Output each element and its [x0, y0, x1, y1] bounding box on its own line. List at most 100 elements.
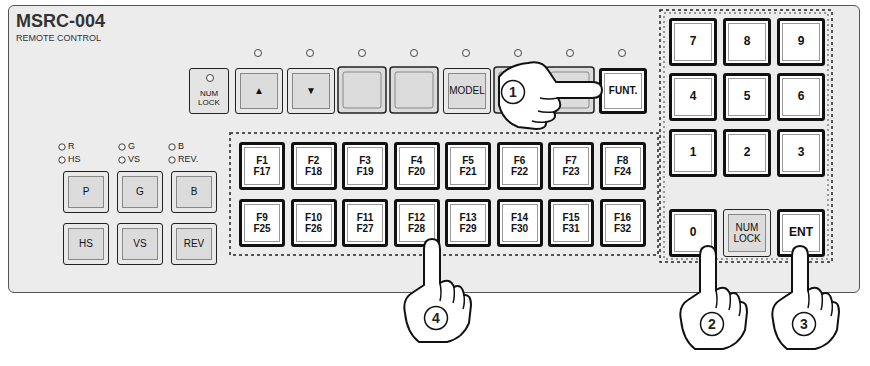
key-button: REV: [171, 223, 217, 265]
hand-outline: [772, 246, 839, 349]
led-label: HS: [68, 154, 81, 164]
key-label: MODEL: [449, 85, 485, 97]
callout-circle: [793, 313, 816, 336]
key-label: F2 F18: [305, 155, 322, 178]
key-label: F15 F31: [562, 212, 579, 235]
key-button: 1: [669, 129, 717, 177]
hand-outline: [680, 246, 747, 349]
key-button: FUNT.: [599, 68, 647, 114]
key-label: ▲: [254, 85, 264, 97]
led-label: REV.: [178, 154, 198, 164]
key-button: HS: [63, 223, 109, 265]
key-label: F3 F19: [356, 155, 373, 178]
key-button: F11 F27: [342, 199, 388, 247]
indicator-led: [118, 143, 124, 149]
key-label: 7: [690, 35, 697, 49]
key-button: F9 F25: [239, 199, 285, 247]
indicator-led: [358, 49, 365, 56]
key-label: F5 F21: [459, 155, 476, 178]
key-label: F7 F23: [562, 155, 579, 178]
key-label: F4 F20: [408, 155, 425, 178]
finger-crease: [532, 98, 558, 122]
indicator-led: [410, 49, 417, 56]
key-button: F15 F31: [548, 199, 594, 247]
key-label: F16 F32: [614, 212, 631, 235]
key-label: REV: [184, 238, 205, 250]
key-button: F10 F26: [291, 199, 337, 247]
key-button: F4 F20: [394, 142, 440, 190]
indicator-led: [566, 49, 573, 56]
button-bevel: [343, 72, 381, 108]
key-label: 9: [798, 35, 805, 49]
key-button: 4: [669, 73, 717, 121]
callout-number: 4: [425, 307, 447, 329]
key-label: F6 F22: [511, 155, 528, 178]
key-label: F12 F28: [408, 212, 425, 235]
key-button: F2 F18: [291, 142, 337, 190]
key-label: F8 F24: [614, 155, 631, 178]
key-button: F14 F30: [497, 199, 543, 247]
key-button: F8 F24: [600, 142, 646, 190]
key-label: HS: [79, 238, 93, 250]
key-label: VS: [133, 238, 146, 250]
key-button: 6: [777, 73, 825, 121]
key-button: F3 F19: [342, 142, 388, 190]
key-button: F7 F23: [548, 142, 594, 190]
group-frame: [664, 13, 828, 259]
pointing-hand: [404, 239, 471, 342]
panel-subtitle: REMOTE CONTROL: [16, 33, 101, 43]
key-label: 5: [744, 90, 751, 104]
key-button: 2: [723, 129, 771, 177]
key-button: 3: [777, 129, 825, 177]
indicator-led: [168, 156, 174, 162]
key-button: F5 F21: [445, 142, 491, 190]
key-label: P: [83, 186, 90, 198]
key-label: ENT: [789, 226, 813, 240]
key-button: F13 F29: [445, 199, 491, 247]
key-button: MODEL: [443, 68, 491, 114]
indicator-led: [254, 49, 261, 56]
model-title: MSRC-004: [16, 11, 105, 32]
callout-circle: [425, 307, 448, 330]
callout-circle: [701, 313, 724, 336]
key-button: NUM LOCK: [189, 68, 229, 114]
hand-outline: [499, 62, 602, 129]
key-label: 0: [690, 226, 697, 240]
key-button: F16 F32: [600, 199, 646, 247]
pointing-hand: [499, 62, 602, 129]
key-label: NUM LOCK: [198, 89, 220, 107]
key-button: G: [117, 171, 163, 213]
key-button: F1 F17: [239, 142, 285, 190]
key-button: 7: [669, 18, 717, 66]
finger-crease: [716, 290, 740, 316]
button-bevel: [395, 72, 433, 108]
pointing-hand: [772, 246, 839, 349]
key-label: 2: [744, 146, 751, 160]
indicator-led: [462, 49, 469, 56]
key-button: F6 F22: [497, 142, 543, 190]
indicator-led: [118, 156, 124, 162]
key-button: 5: [723, 73, 771, 121]
hand-outline: [404, 239, 471, 342]
key-button: ▲: [235, 68, 283, 114]
callout-number: 3: [793, 313, 815, 335]
group-frame: [660, 10, 832, 262]
key-button: 9: [777, 18, 825, 66]
led-label: VS: [128, 154, 140, 164]
group-frame: [230, 133, 658, 255]
key-button: VS: [117, 223, 163, 265]
key-label: F9 F25: [253, 212, 270, 235]
key-button: 8: [723, 18, 771, 66]
pointing-hand: [680, 246, 747, 349]
key-button: ▼: [287, 68, 335, 114]
indicator-led: [618, 49, 625, 56]
key-label: ▼: [306, 85, 316, 97]
key-label: 6: [798, 90, 805, 104]
key-label: B: [191, 186, 198, 198]
blank-button: [338, 67, 386, 113]
key-label: 1: [690, 146, 697, 160]
indicator-led: [514, 49, 521, 56]
callout-number: 1: [502, 81, 524, 103]
callout-number: 2: [701, 313, 723, 335]
key-label: F14 F30: [511, 212, 528, 235]
